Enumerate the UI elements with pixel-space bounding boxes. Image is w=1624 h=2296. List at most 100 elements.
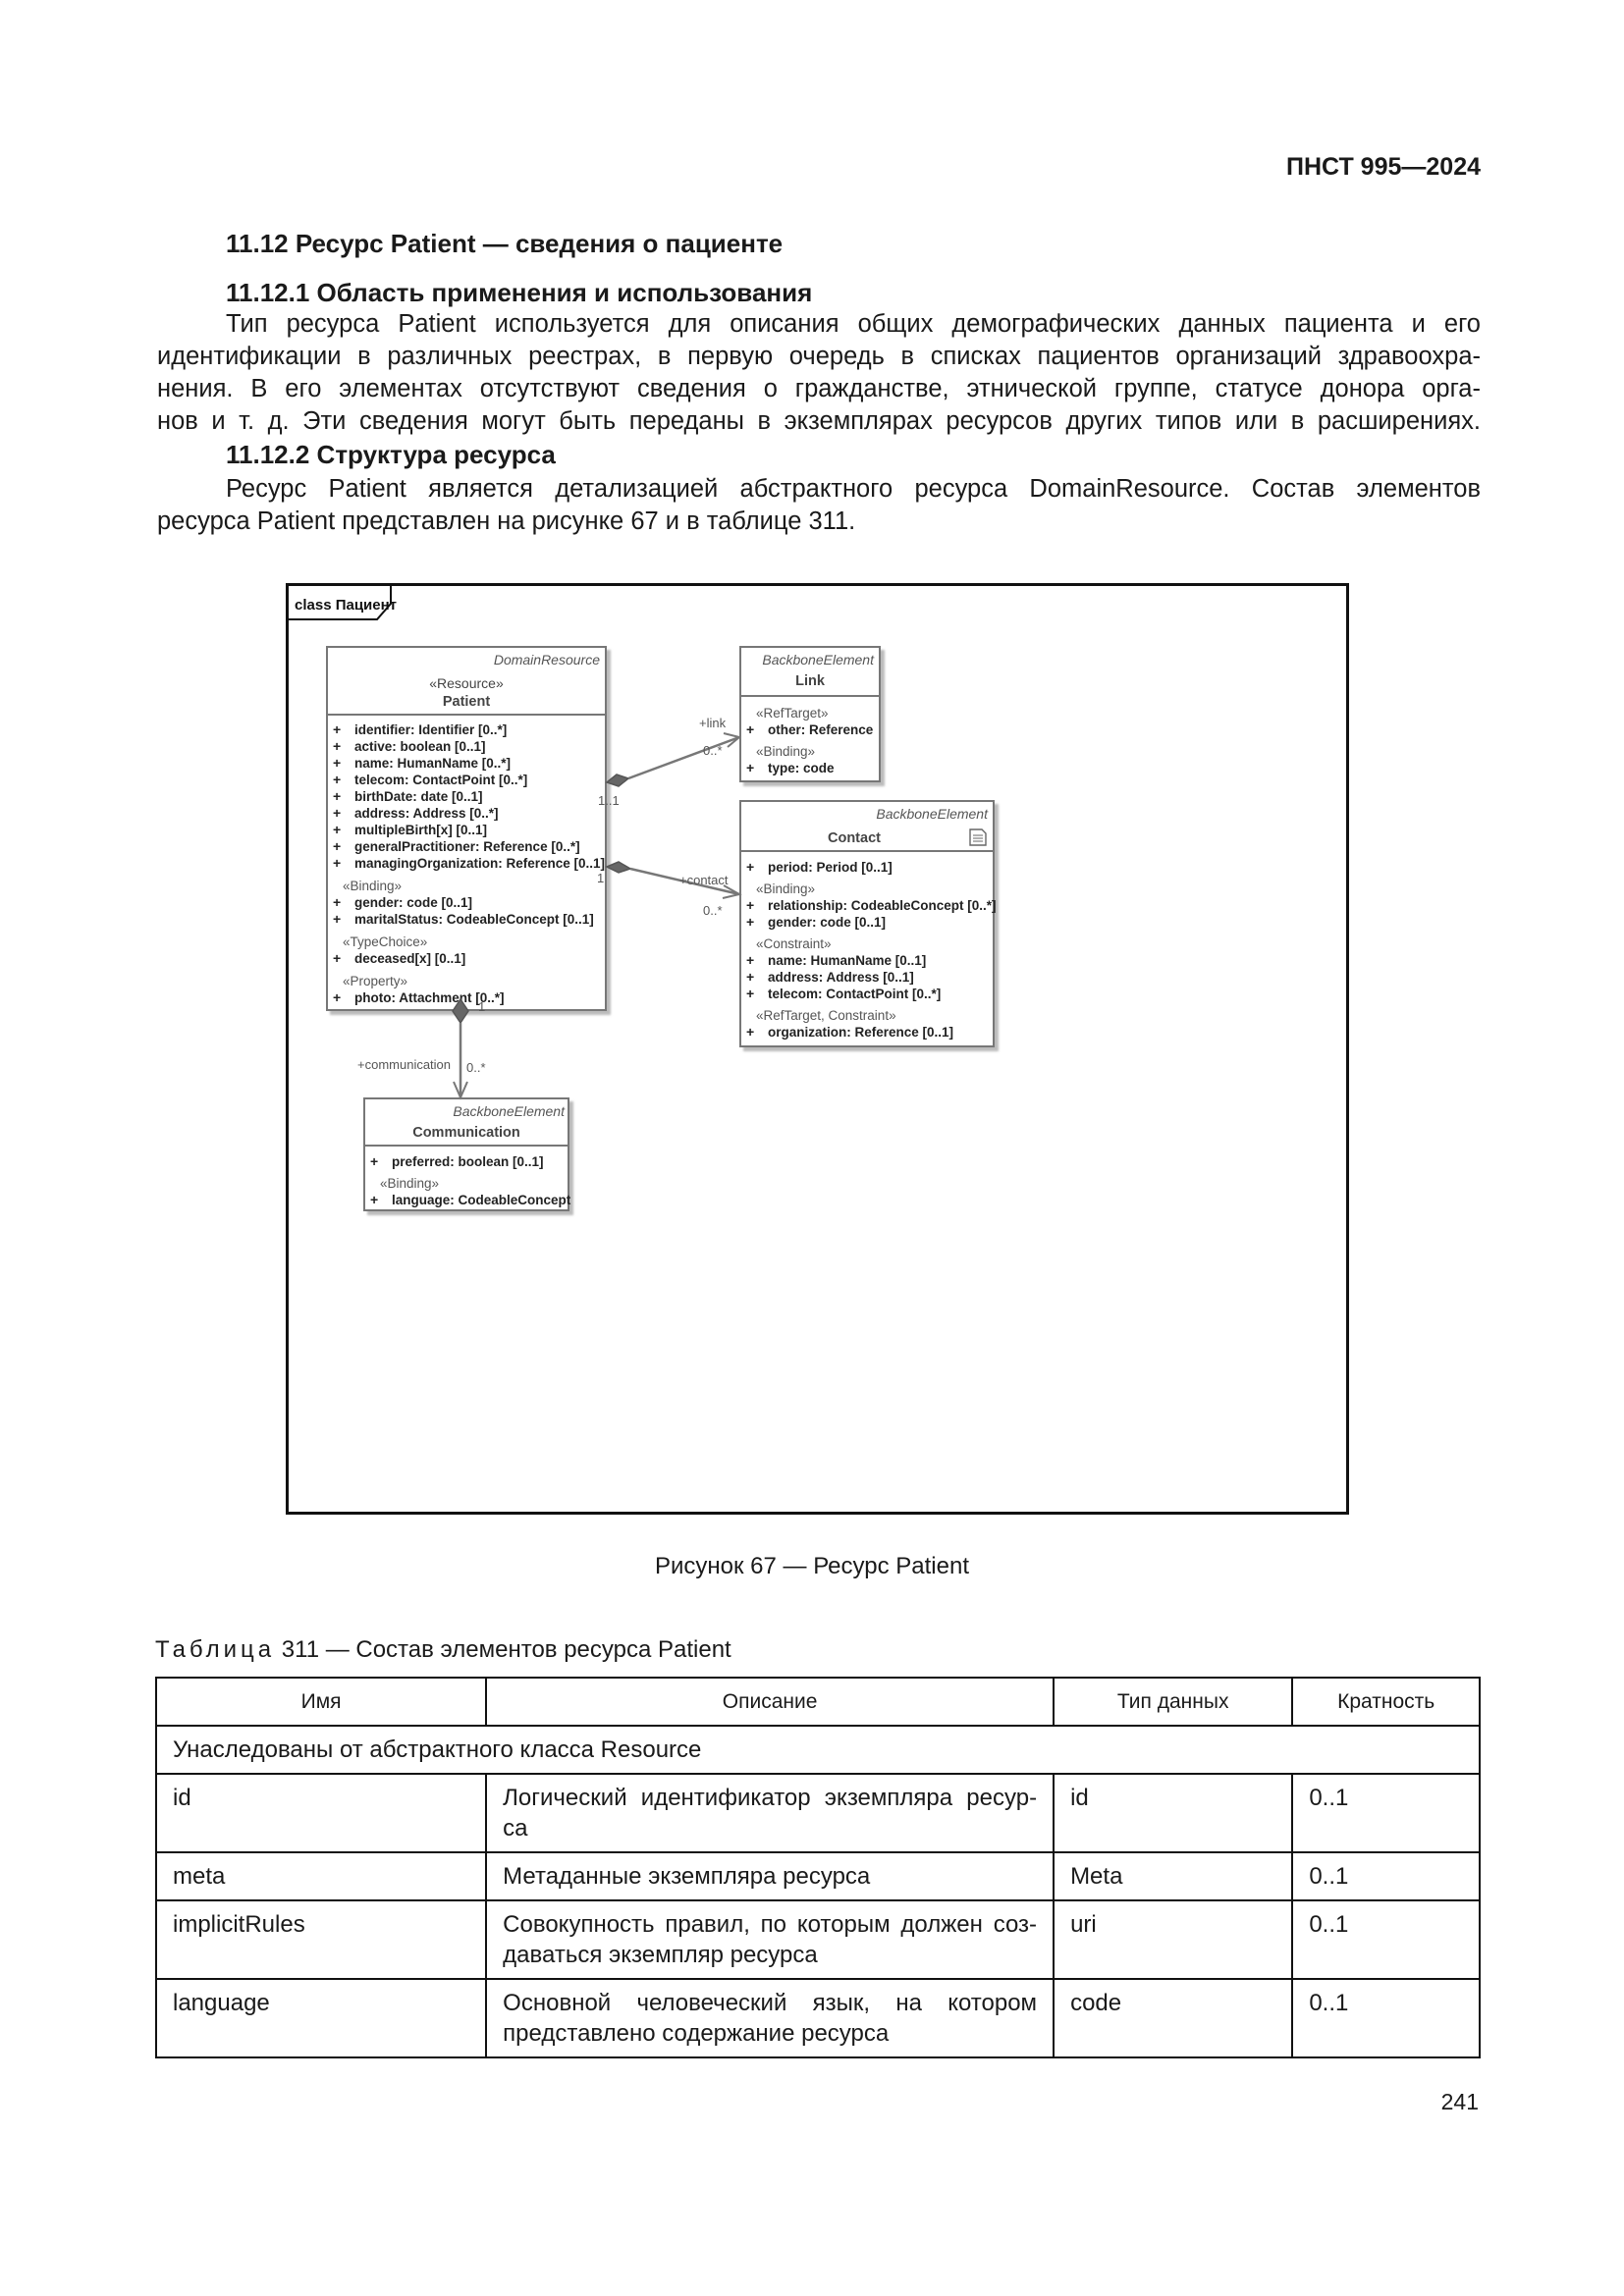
cell-type: uri bbox=[1053, 1899, 1294, 1980]
multiplicity-target: 0..* bbox=[466, 1060, 486, 1075]
class-name: Link bbox=[795, 673, 826, 689]
class-link: BackboneElement Link «RefTarget»+other: … bbox=[739, 646, 881, 782]
table-row: language Основной человеческий язык, на … bbox=[154, 1978, 1481, 2058]
visibility-plus: + bbox=[746, 721, 754, 737]
desc-line: Логический идентификатор экземпляра ресу… bbox=[503, 1785, 1038, 1811]
text-line: ресурса Patient представлен на рисунке 6… bbox=[157, 507, 856, 535]
stereotype-label: «Binding» bbox=[380, 1176, 439, 1191]
multiplicity-source: 1 bbox=[597, 871, 604, 885]
attribute: maritalStatus: CodeableConcept [0..1] bbox=[354, 912, 594, 927]
stereotype-label: «TypeChoice» bbox=[343, 934, 427, 949]
desc-line: са bbox=[503, 1815, 528, 1842]
cell-type: code bbox=[1053, 1978, 1294, 2058]
visibility-plus: + bbox=[333, 755, 341, 771]
visibility-plus: + bbox=[746, 969, 754, 985]
column-header: Кратность bbox=[1291, 1677, 1481, 1727]
attribute: language: CodeableConcept bbox=[392, 1193, 571, 1207]
parent-class: BackboneElement bbox=[453, 1103, 566, 1119]
attribute: multipleBirth[x] [0..1] bbox=[354, 823, 487, 837]
stereotype-label: «RefTarget, Constraint» bbox=[756, 1008, 896, 1023]
attribute: telecom: ContactPoint [0..*] bbox=[768, 987, 941, 1001]
cell-description: Метаданные экземпляра ресурса bbox=[485, 1851, 1056, 1901]
visibility-plus: + bbox=[333, 788, 341, 804]
arrowhead bbox=[453, 1081, 468, 1100]
desc-line: даваться экземпляр ресурса bbox=[503, 1942, 818, 1968]
attribute: gender: code [0..1] bbox=[354, 895, 472, 910]
table-row: meta Метаданные экземпляра ресурса Meta … bbox=[154, 1851, 1481, 1901]
visibility-plus: + bbox=[333, 721, 341, 737]
attribute: type: code bbox=[768, 761, 835, 775]
visibility-plus: + bbox=[333, 989, 341, 1005]
subsection-title-structure: 11.12.2 Структура ресурса bbox=[226, 440, 556, 469]
stereotype-label: «Binding» bbox=[343, 879, 402, 893]
attribute: relationship: CodeableConcept [0..*] bbox=[768, 898, 997, 913]
attribute: generalPractitioner: Reference [0..*] bbox=[354, 839, 580, 854]
association-communication: +communication 0..* 1 bbox=[357, 997, 486, 1100]
visibility-plus: + bbox=[333, 738, 341, 754]
cell-name: meta bbox=[154, 1851, 488, 1901]
stereotype-label: «Property» bbox=[343, 974, 407, 988]
visibility-plus: + bbox=[746, 859, 754, 875]
attribute: name: HumanName [0..*] bbox=[354, 756, 511, 771]
composition-diamond bbox=[605, 774, 630, 787]
cell-cardinality: 0..1 bbox=[1291, 1899, 1481, 1980]
stereotype: «Resource» bbox=[429, 675, 504, 691]
column-header: Описание bbox=[485, 1677, 1056, 1727]
stereotype-label: «Binding» bbox=[756, 744, 815, 759]
table-row: id Логический идентификатор экземпляра р… bbox=[154, 1773, 1481, 1853]
text-line: Тип ресурса Patient используется для опи… bbox=[226, 310, 1481, 338]
class-name: Patient bbox=[443, 694, 491, 710]
group-cell: Унаследованы от абстрактного класса Reso… bbox=[155, 1725, 1481, 1775]
cell-cardinality: 0..1 bbox=[1291, 1773, 1481, 1853]
desc-line: Совокупность правил, по которым должен с… bbox=[503, 1911, 1038, 1938]
multiplicity-source: 1..1 bbox=[598, 793, 620, 808]
role-label: +contact bbox=[679, 873, 729, 887]
structure-paragraph: Ресурс Patient является детализацией абс… bbox=[157, 473, 1481, 538]
attribute: name: HumanName [0..1] bbox=[768, 953, 926, 968]
attribute: telecom: ContactPoint [0..*] bbox=[354, 773, 527, 787]
cell-type: Meta bbox=[1053, 1851, 1294, 1901]
note-icon bbox=[969, 828, 987, 846]
section-title: 11.12 Ресурс Patient — сведения о пациен… bbox=[226, 229, 784, 258]
attribute: photo: Attachment [0..*] bbox=[354, 990, 505, 1005]
stereotype-label: «Constraint» bbox=[756, 936, 832, 951]
composition-diamond bbox=[452, 997, 469, 1025]
attribute-list: +preferred: boolean [0..1]«Binding»+lang… bbox=[370, 1153, 571, 1207]
attribute: address: Address [0..1] bbox=[768, 970, 914, 985]
frame-label: class Пациент bbox=[295, 597, 397, 614]
column-header: Имя bbox=[154, 1677, 488, 1727]
uml-class-diagram: class Пациент DomainResource «Resource» … bbox=[286, 583, 1349, 1515]
visibility-plus: + bbox=[333, 855, 341, 871]
class-box bbox=[739, 800, 995, 1047]
parent-class: BackboneElement bbox=[762, 652, 875, 667]
cell-cardinality: 0..1 bbox=[1291, 1851, 1481, 1901]
visibility-plus: + bbox=[746, 914, 754, 930]
attribute: other: Reference bbox=[768, 722, 874, 737]
arrowhead bbox=[722, 884, 742, 899]
attribute: period: Period [0..1] bbox=[768, 860, 893, 875]
cell-description: Совокупность правил, по которым должен с… bbox=[485, 1899, 1056, 1980]
attribute: birthDate: date [0..1] bbox=[354, 789, 483, 804]
attribute: address: Address [0..*] bbox=[354, 806, 499, 821]
visibility-plus: + bbox=[333, 911, 341, 927]
uml-canvas: class Пациент DomainResource «Resource» … bbox=[289, 586, 997, 1211]
role-label: +link bbox=[699, 716, 727, 730]
attribute: preferred: boolean [0..1] bbox=[392, 1154, 544, 1169]
cell-name: id bbox=[154, 1773, 488, 1853]
stereotype-label: «Binding» bbox=[756, 881, 815, 896]
multiplicity-source: 1 bbox=[478, 999, 485, 1014]
visibility-plus: + bbox=[746, 952, 754, 968]
visibility-plus: + bbox=[370, 1153, 378, 1169]
visibility-plus: + bbox=[333, 950, 341, 966]
page-number: 241 bbox=[1440, 2089, 1479, 2114]
table-caption-text: 311 — Состав элементов ресурса Patient bbox=[275, 1636, 731, 1663]
scope-paragraph: Тип ресурса Patient используется для опи… bbox=[157, 308, 1481, 438]
visibility-plus: + bbox=[333, 822, 341, 837]
cell-description: Логический идентификатор экземпляра ресу… bbox=[485, 1773, 1056, 1853]
attribute: identifier: Identifier [0..*] bbox=[354, 722, 507, 737]
cell-cardinality: 0..1 bbox=[1291, 1978, 1481, 2058]
text-line: нения. В его элементах отсутствуют сведе… bbox=[157, 375, 1481, 402]
multiplicity-target: 0..* bbox=[703, 743, 723, 758]
class-communication: BackboneElement Communication +preferred… bbox=[363, 1097, 571, 1211]
class-contact: BackboneElement Contact +period: Period … bbox=[739, 800, 997, 1047]
